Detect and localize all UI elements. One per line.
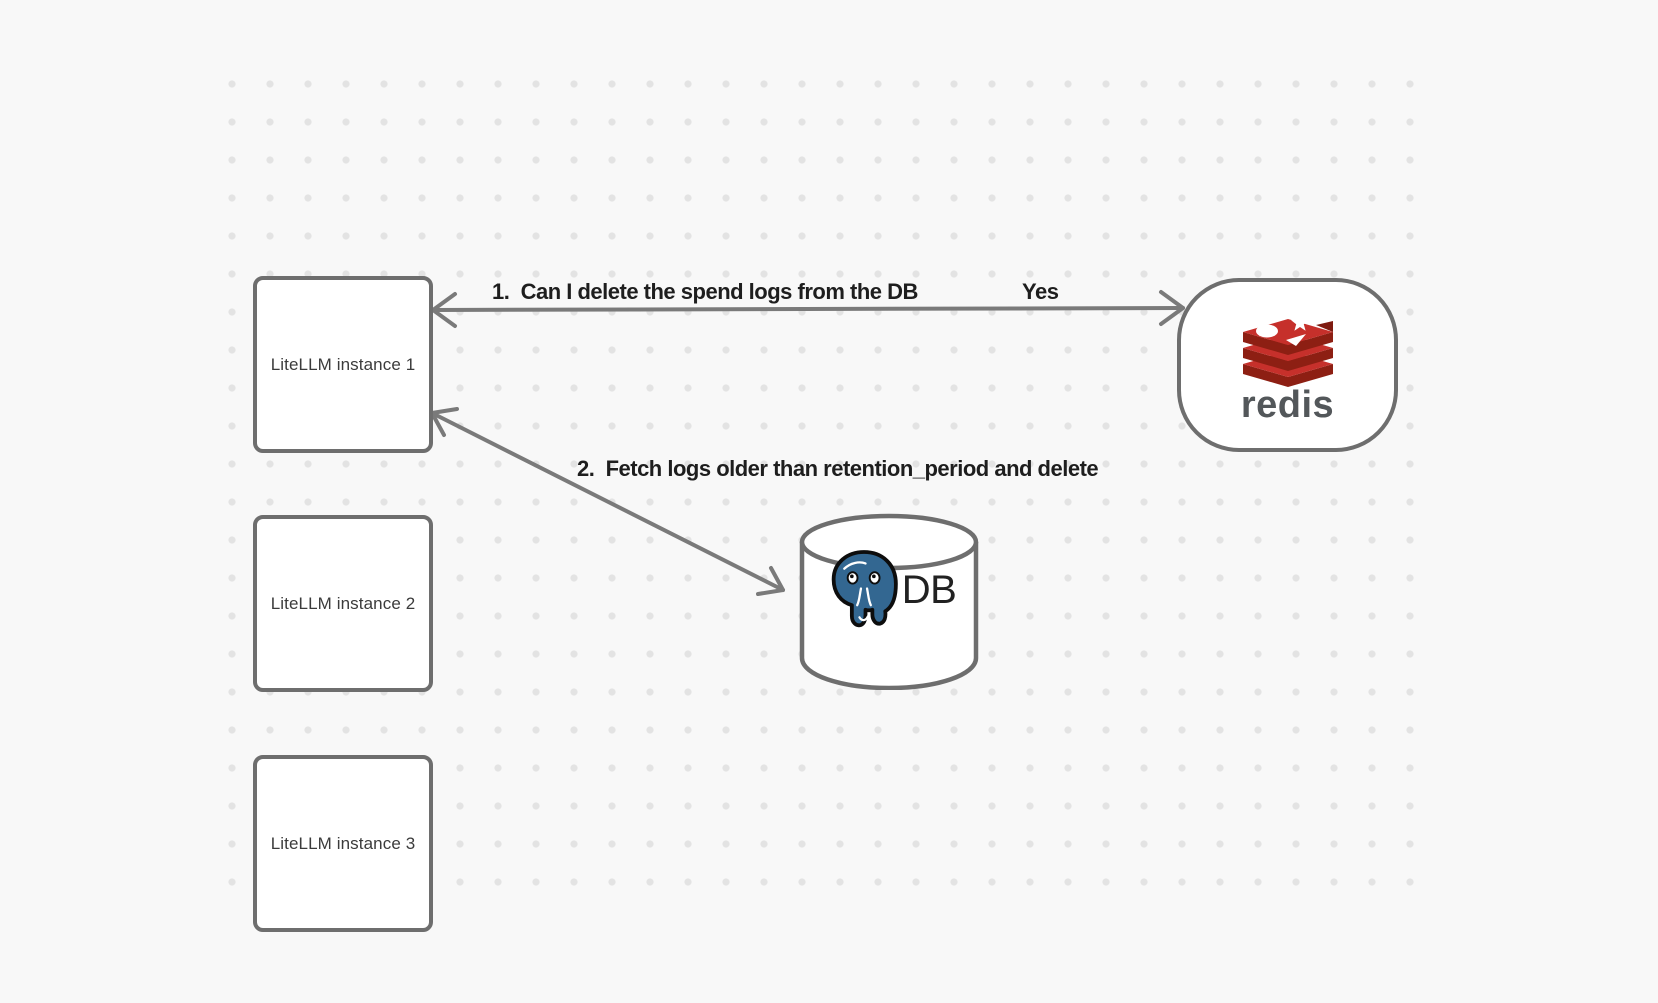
redis-logo-icon: [1242, 313, 1333, 387]
db-node-content: DB: [808, 548, 974, 632]
litellm-instance-3-label: LiteLLM instance 3: [270, 833, 416, 853]
redis-node[interactable]: redis: [1177, 278, 1398, 452]
edge-label-db-cleanup[interactable]: 2. Fetch logs older than retention_perio…: [577, 456, 1099, 481]
edge-label-redis-question[interactable]: 1. Can I delete the spend logs from the …: [492, 279, 918, 304]
redis-wordmark: redis: [1240, 384, 1335, 426]
litellm-instance-3-node[interactable]: LiteLLM instance 3: [253, 755, 433, 932]
postgres-elephant-icon: [831, 550, 898, 628]
litellm-instance-1-node[interactable]: LiteLLM instance 1: [253, 276, 433, 453]
edge-redis-roundtrip-arrow[interactable]: [431, 290, 1185, 328]
litellm-instance-2-label: LiteLLM instance 2: [270, 593, 416, 613]
litellm-instance-1-label: LiteLLM instance 1: [270, 354, 416, 374]
db-node-label: DB: [901, 567, 957, 612]
postgres-db-node[interactable]: DB: [798, 512, 980, 691]
edge-label-redis-answer[interactable]: Yes: [1022, 279, 1059, 304]
litellm-instance-2-node[interactable]: LiteLLM instance 2: [253, 515, 433, 692]
